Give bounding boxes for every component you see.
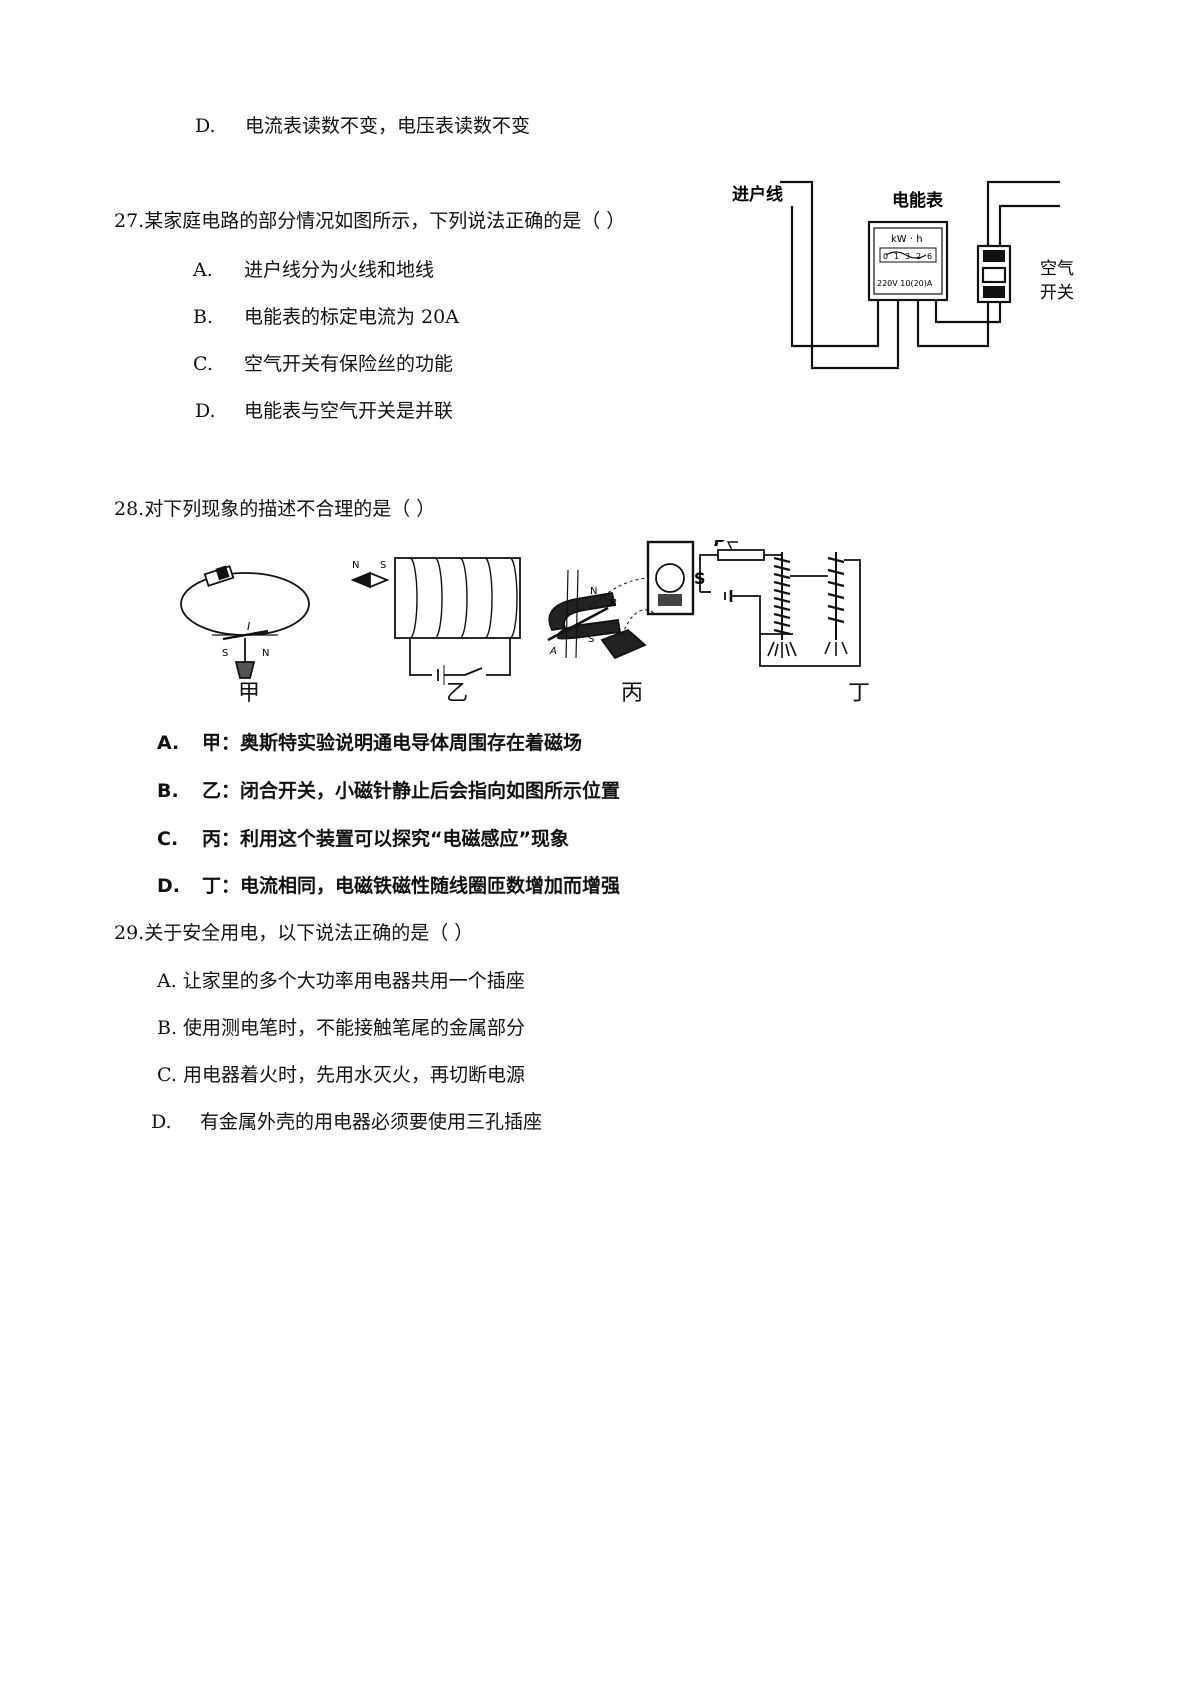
- figure-label-jia: 甲: [238, 681, 261, 706]
- q28-option-a-text: 甲：奥斯特实验说明通电导体周围存在着磁场: [202, 732, 583, 754]
- meter-digit-5: 6: [927, 252, 932, 261]
- figure-label-yi: 乙: [446, 681, 469, 706]
- fig-bing-n-label: N: [590, 586, 597, 597]
- q27-option-a-text: 进户线分为火线和地线: [244, 259, 435, 281]
- fig-bing-b-label: B: [610, 598, 617, 609]
- q29-option-d-text: 有金属外壳的用电器必须要使用三孔插座: [200, 1111, 543, 1133]
- q28-stem: 28.对下列现象的描述不合理的是（ ）: [114, 498, 436, 520]
- meter-label: 电能表: [892, 190, 944, 211]
- fig-yi-n-label: N: [352, 560, 359, 571]
- breaker-label-line2: 开关: [1040, 283, 1074, 303]
- meter-digit-3: 3: [905, 252, 910, 261]
- q27-option-b-letter: B.: [193, 306, 214, 328]
- q27-option-a-letter: A.: [193, 259, 213, 281]
- q29-option-d-letter: D.: [151, 1111, 172, 1133]
- q27-circuit-figure: 进户线 电能表 空气 开关 kW · h 0 1 3 2 6 220V 10(2…: [732, 180, 1074, 370]
- q26-option-d-text: 电流表读数不变，电压表读数不变: [245, 115, 531, 137]
- q28-option-d-letter: D.: [157, 875, 180, 897]
- breaker-label-line1: 空气: [1040, 259, 1074, 279]
- q29-option-c: C. 用电器着火时，先用水灭火，再切断电源: [157, 1064, 525, 1086]
- meter-unit: kW · h: [891, 234, 923, 245]
- q28-option-b-letter: B.: [157, 780, 179, 802]
- figure-label-bing: 丙: [621, 681, 644, 706]
- fig-jia-current-label: I: [247, 620, 250, 633]
- meter-digit-4: 2: [916, 252, 921, 261]
- meter-digit-1: 0: [883, 252, 888, 261]
- q27-stem: 27.某家庭电路的部分情况如图所示，下列说法正确的是（ ）: [114, 210, 626, 232]
- q28-option-a-letter: A.: [157, 732, 180, 754]
- q28-option-d-text: 丁：电流相同，电磁铁磁性随线圈匝数增加而增强: [202, 875, 621, 897]
- q28-option-c-text: 丙：利用这个装置可以探究“电磁感应”现象: [202, 828, 569, 850]
- q27-option-c-text: 空气开关有保险丝的功能: [244, 353, 454, 375]
- fig-jia-s-label: S: [222, 648, 228, 659]
- figure-label-ding: 丁: [848, 681, 871, 706]
- q29-option-b: B. 使用测电笔时，不能接触笔尾的金属部分: [157, 1017, 526, 1039]
- fig-jia-n-label: N: [262, 648, 269, 659]
- fig-yi-s-label: S: [380, 560, 386, 571]
- q28-figures: I S N N S N S A B P S: [180, 540, 861, 685]
- q29-option-a: A. 让家里的多个大功率用电器共用一个插座: [157, 970, 525, 992]
- q26-option-d-letter: D.: [195, 115, 216, 137]
- fig-ding-p-label: P: [714, 540, 726, 550]
- meter-digit-2: 1: [894, 252, 899, 261]
- fig-bing-s-label: S: [588, 634, 594, 645]
- fig-ding-s-label: S: [694, 569, 706, 588]
- service-line-label: 进户线: [732, 184, 783, 205]
- q27-option-b-text: 电能表的标定电流为 20A: [244, 306, 459, 328]
- meter-rating: 220V 10(20)A: [877, 279, 933, 288]
- q27-option-d-letter: D.: [195, 400, 216, 422]
- q27-option-c-letter: C.: [193, 353, 213, 375]
- q29-stem: 29.关于安全用电，以下说法正确的是（ ）: [114, 922, 474, 944]
- q28-option-b-text: 乙：闭合开关，小磁针静止后会指向如图所示位置: [202, 780, 621, 802]
- fig-bing-a-label: A: [549, 646, 557, 657]
- q27-option-d-text: 电能表与空气开关是并联: [244, 400, 454, 422]
- q28-option-c-letter: C.: [157, 828, 179, 850]
